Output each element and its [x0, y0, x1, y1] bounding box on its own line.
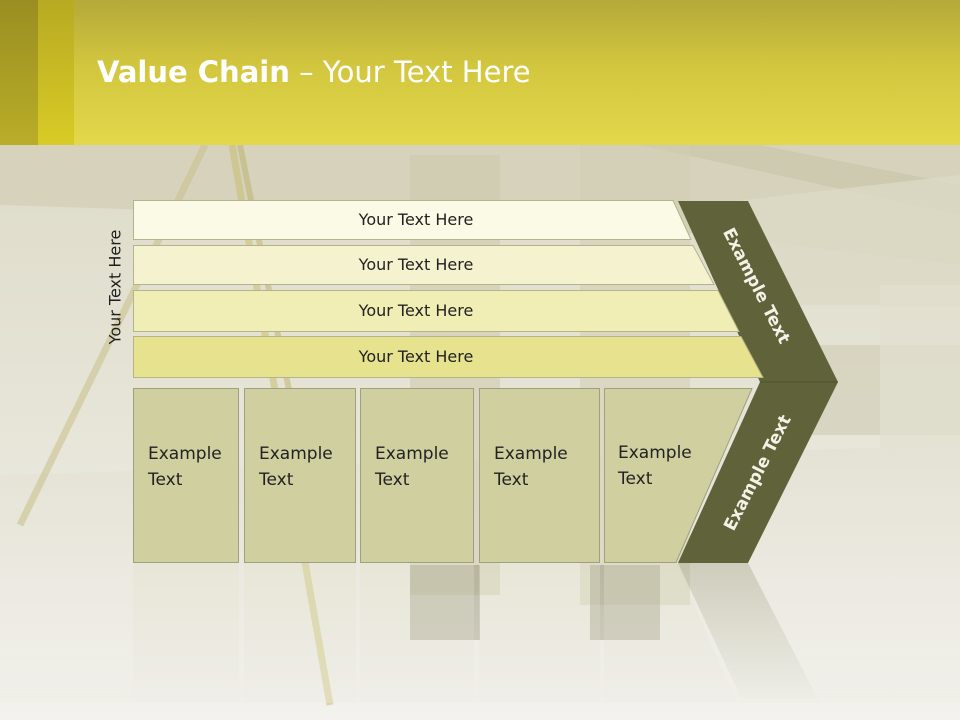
- box-text-line1: Example: [494, 444, 568, 464]
- header-accent-stripe: [0, 0, 38, 145]
- box-text-line1: Example: [375, 444, 449, 464]
- header-band: Value Chain – Your Text Here: [0, 0, 960, 145]
- box-text-line1: Example: [148, 444, 222, 464]
- value-chain-diagram: Your Text Here Your Text Here Your Text …: [133, 200, 838, 563]
- title-bold: Value Chain: [97, 55, 290, 89]
- box-text-line1: Example: [618, 443, 692, 463]
- diagram-reflection: [0, 563, 960, 703]
- title-rest: – Your Text Here: [289, 55, 531, 89]
- header-accent-stripe: [38, 0, 74, 145]
- bar-label: Your Text Here: [358, 301, 474, 320]
- slide-title: Value Chain – Your Text Here: [97, 55, 531, 89]
- value-chain-box[interactable]: Example Text: [360, 388, 474, 563]
- box-text-line2: Text: [259, 470, 294, 490]
- chevron-arrow: [678, 201, 838, 563]
- value-chain-box[interactable]: Example Text: [133, 388, 239, 563]
- box-text-line2: Text: [148, 470, 183, 490]
- box-text-line2: Text: [375, 470, 410, 490]
- bar-label: Your Text Here: [358, 255, 474, 274]
- value-chain-box[interactable]: Example Text: [244, 388, 356, 563]
- box-text-line2: Text: [494, 470, 529, 490]
- box-text-line2: Text: [618, 469, 653, 489]
- box-text-line1: Example: [259, 444, 333, 464]
- bar-label: Your Text Here: [358, 210, 474, 229]
- bar-label: Your Text Here: [358, 347, 474, 366]
- value-chain-box[interactable]: Example Text: [479, 388, 600, 563]
- value-chain-box[interactable]: Example Text: [604, 388, 764, 563]
